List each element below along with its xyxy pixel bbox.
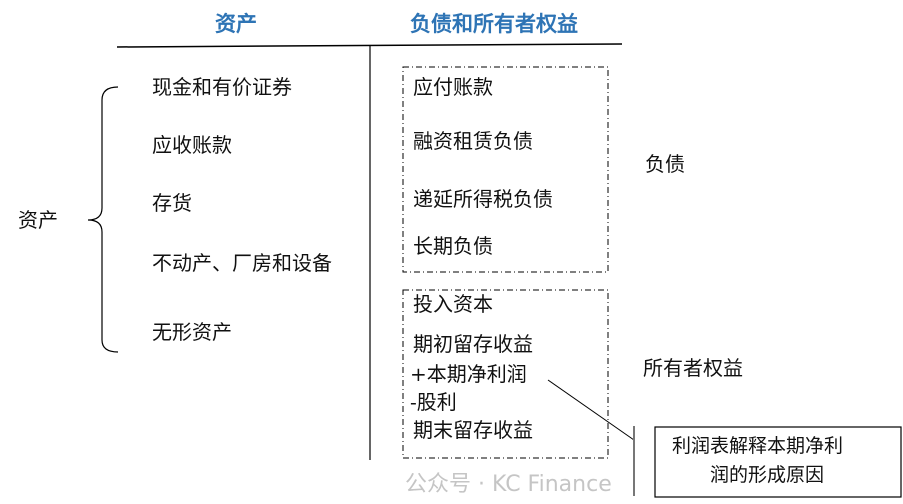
asset-item: 存货 — [152, 191, 192, 215]
liability-item: 递延所得税负债 — [413, 187, 553, 211]
equity-item: 期末留存收益 — [413, 418, 533, 442]
callout-leader — [547, 379, 635, 441]
equity-item: +本期净利润 — [410, 362, 527, 386]
callout-line-2: 润的形成原因 — [710, 464, 825, 486]
equity-item: 期初留存收益 — [413, 332, 533, 356]
asset-item: 无形资产 — [152, 320, 232, 344]
liabilities-label: 负债 — [645, 152, 685, 176]
asset-item: 现金和有价证券 — [152, 75, 292, 99]
watermark: 公众号 · KC Finance — [405, 472, 612, 497]
asset-item: 不动产、厂房和设备 — [152, 251, 332, 275]
liability-item: 长期负债 — [413, 234, 493, 258]
asset-group-label: 资产 — [18, 208, 58, 232]
equity-label: 所有者权益 — [643, 356, 743, 380]
equity-item: 投入资本 — [413, 292, 493, 316]
header-rule — [116, 43, 623, 48]
equity-item: -股利 — [410, 390, 457, 414]
liabilities-equity-header: 负债和所有者权益 — [410, 11, 578, 36]
liability-item: 应付账款 — [413, 75, 493, 99]
asset-item: 应收账款 — [152, 133, 232, 157]
liabilities-box — [402, 66, 609, 273]
liability-item: 融资租赁负债 — [413, 129, 533, 153]
equity-box — [402, 289, 609, 459]
asset-brace — [87, 86, 119, 353]
callout-line-1: 利润表解释本期净利 — [672, 435, 844, 457]
assets-header: 资产 — [215, 11, 257, 36]
callout-box — [654, 426, 902, 498]
